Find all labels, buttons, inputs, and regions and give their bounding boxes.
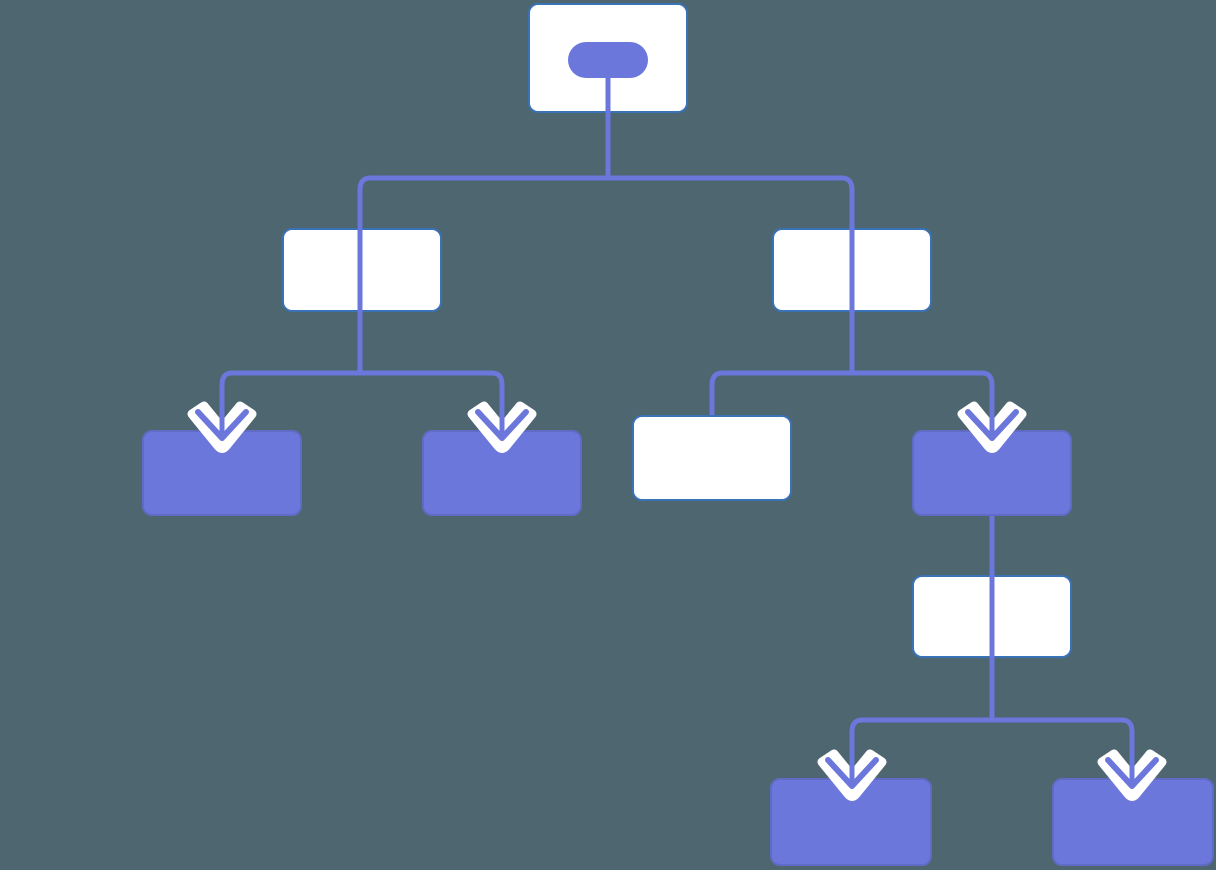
node-n6[interactable] [632, 415, 792, 501]
arrowhead-icon [467, 398, 537, 453]
arrowhead-icon [1097, 746, 1167, 801]
arrowhead-icon [957, 398, 1027, 453]
edge-n1-to-n3 [608, 175, 855, 312]
edge-n3-to-n6 [709, 228, 855, 415]
edge-n2-to-n4 [219, 228, 363, 436]
arrowhead-icon [187, 398, 257, 453]
arrowhead-icon [817, 746, 887, 801]
edge-n1-to-n2 [357, 58, 611, 312]
edge-n8-to-n9 [849, 575, 995, 784]
root-node-pill-badge [568, 42, 648, 78]
edge-n3-to-n7 [852, 370, 995, 436]
edge-n8-to-n10 [992, 717, 1135, 784]
edge-n2-to-n5 [360, 370, 505, 436]
